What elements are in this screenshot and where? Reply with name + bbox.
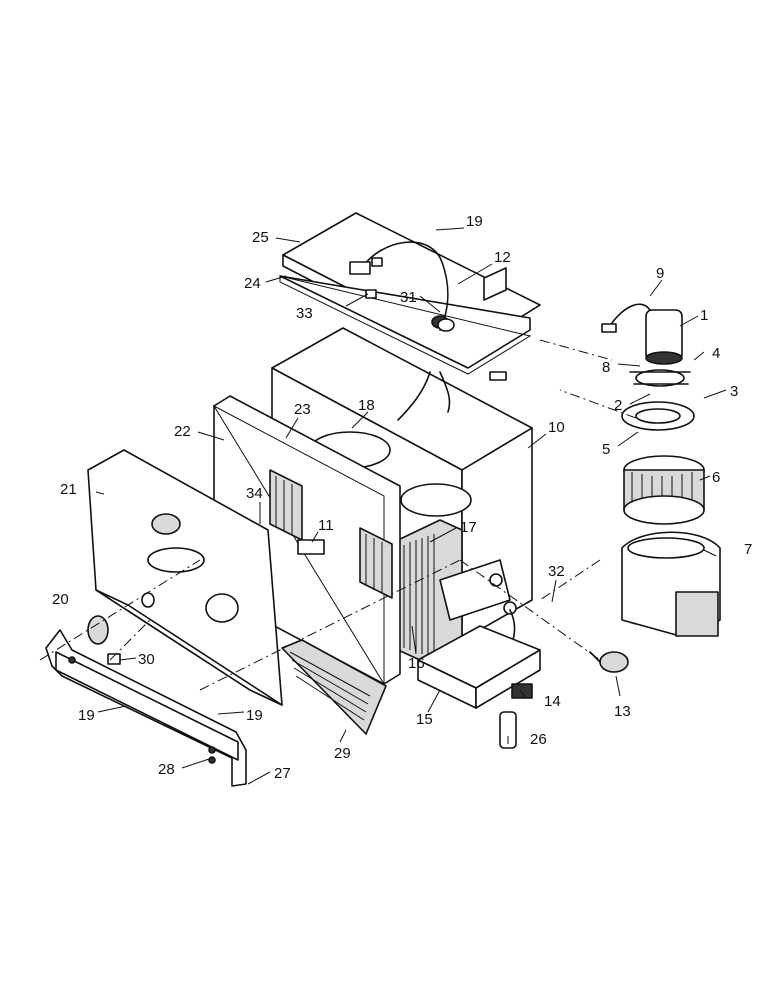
label-19-top: 19 — [466, 213, 483, 230]
louver-grille — [87, 615, 109, 645]
label-24: 24 — [244, 275, 261, 292]
label-34: 34 — [246, 485, 263, 502]
blower-assembly — [601, 303, 721, 637]
label-4: 4 — [712, 345, 720, 362]
label-31: 31 — [400, 289, 417, 306]
label-20: 20 — [52, 591, 69, 608]
leader-lines — [95, 227, 727, 785]
label-7: 7 — [744, 541, 752, 558]
assembly-lines — [39, 339, 637, 691]
label-27: 27 — [274, 765, 291, 782]
fitting-13 — [589, 651, 629, 673]
heater-core — [397, 519, 517, 661]
label-12: 12 — [494, 249, 511, 266]
label-11: 11 — [318, 517, 334, 534]
label-28: 28 — [158, 761, 175, 778]
label-14: 14 — [544, 693, 561, 710]
label-33: 33 — [296, 305, 313, 322]
label-15: 15 — [416, 711, 433, 728]
label-1: 1 — [700, 307, 708, 324]
label-19-left: 19 — [78, 707, 95, 724]
label-30: 30 — [138, 651, 155, 668]
label-23: 23 — [294, 401, 311, 418]
label-17: 17 — [460, 519, 477, 536]
label-9: 9 — [656, 265, 664, 282]
label-32: 32 — [548, 563, 565, 580]
label-2: 2 — [614, 397, 622, 414]
label-8: 8 — [602, 359, 610, 376]
label-29: 29 — [334, 745, 351, 762]
label-16: 16 — [408, 655, 425, 672]
top-cover-assembly — [279, 212, 541, 375]
label-26: 26 — [530, 731, 547, 748]
label-6: 6 — [712, 469, 720, 486]
label-22: 22 — [174, 423, 191, 440]
mounting-bracket — [45, 629, 247, 787]
label-10: 10 — [548, 419, 565, 436]
label-3: 3 — [730, 383, 738, 400]
base-tray — [417, 625, 541, 749]
label-19-mid: 19 — [246, 707, 263, 724]
part-labels: 1 2 3 4 5 6 7 8 9 10 11 12 14 15 16 17 1… — [52, 213, 752, 782]
label-5: 5 — [602, 441, 610, 458]
front-housing — [87, 449, 283, 706]
label-25: 25 — [252, 229, 269, 246]
label-21: 21 — [60, 481, 77, 498]
label-18: 18 — [358, 397, 375, 414]
label-13: 13 — [614, 703, 631, 720]
